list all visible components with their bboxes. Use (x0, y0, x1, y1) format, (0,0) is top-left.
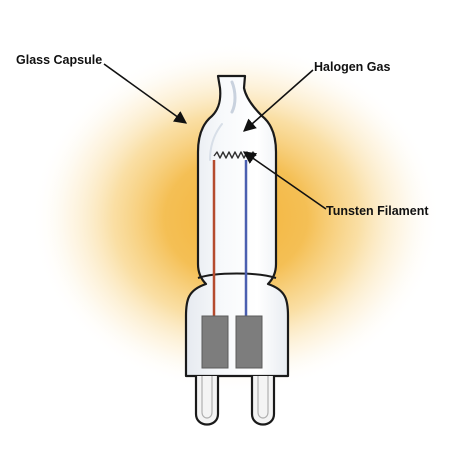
arrow-glass-capsule (103, 63, 188, 124)
pin-right (250, 376, 276, 426)
arrow-halogen-gas (243, 69, 314, 132)
contact-left (201, 315, 229, 369)
glass-highlight-2 (209, 123, 223, 161)
label-tungsten-filament: Tunsten Filament (326, 204, 429, 218)
glass-highlight (230, 80, 237, 114)
seal-line (197, 272, 277, 279)
label-halogen-gas: Halogen Gas (314, 60, 391, 74)
label-glass-capsule: Glass Capsule (16, 53, 103, 67)
pin-left (194, 376, 220, 426)
pin-right-inner (257, 376, 269, 419)
arrow-filament (242, 151, 327, 210)
pin-left-inner (201, 376, 213, 419)
contact-right (235, 315, 263, 369)
